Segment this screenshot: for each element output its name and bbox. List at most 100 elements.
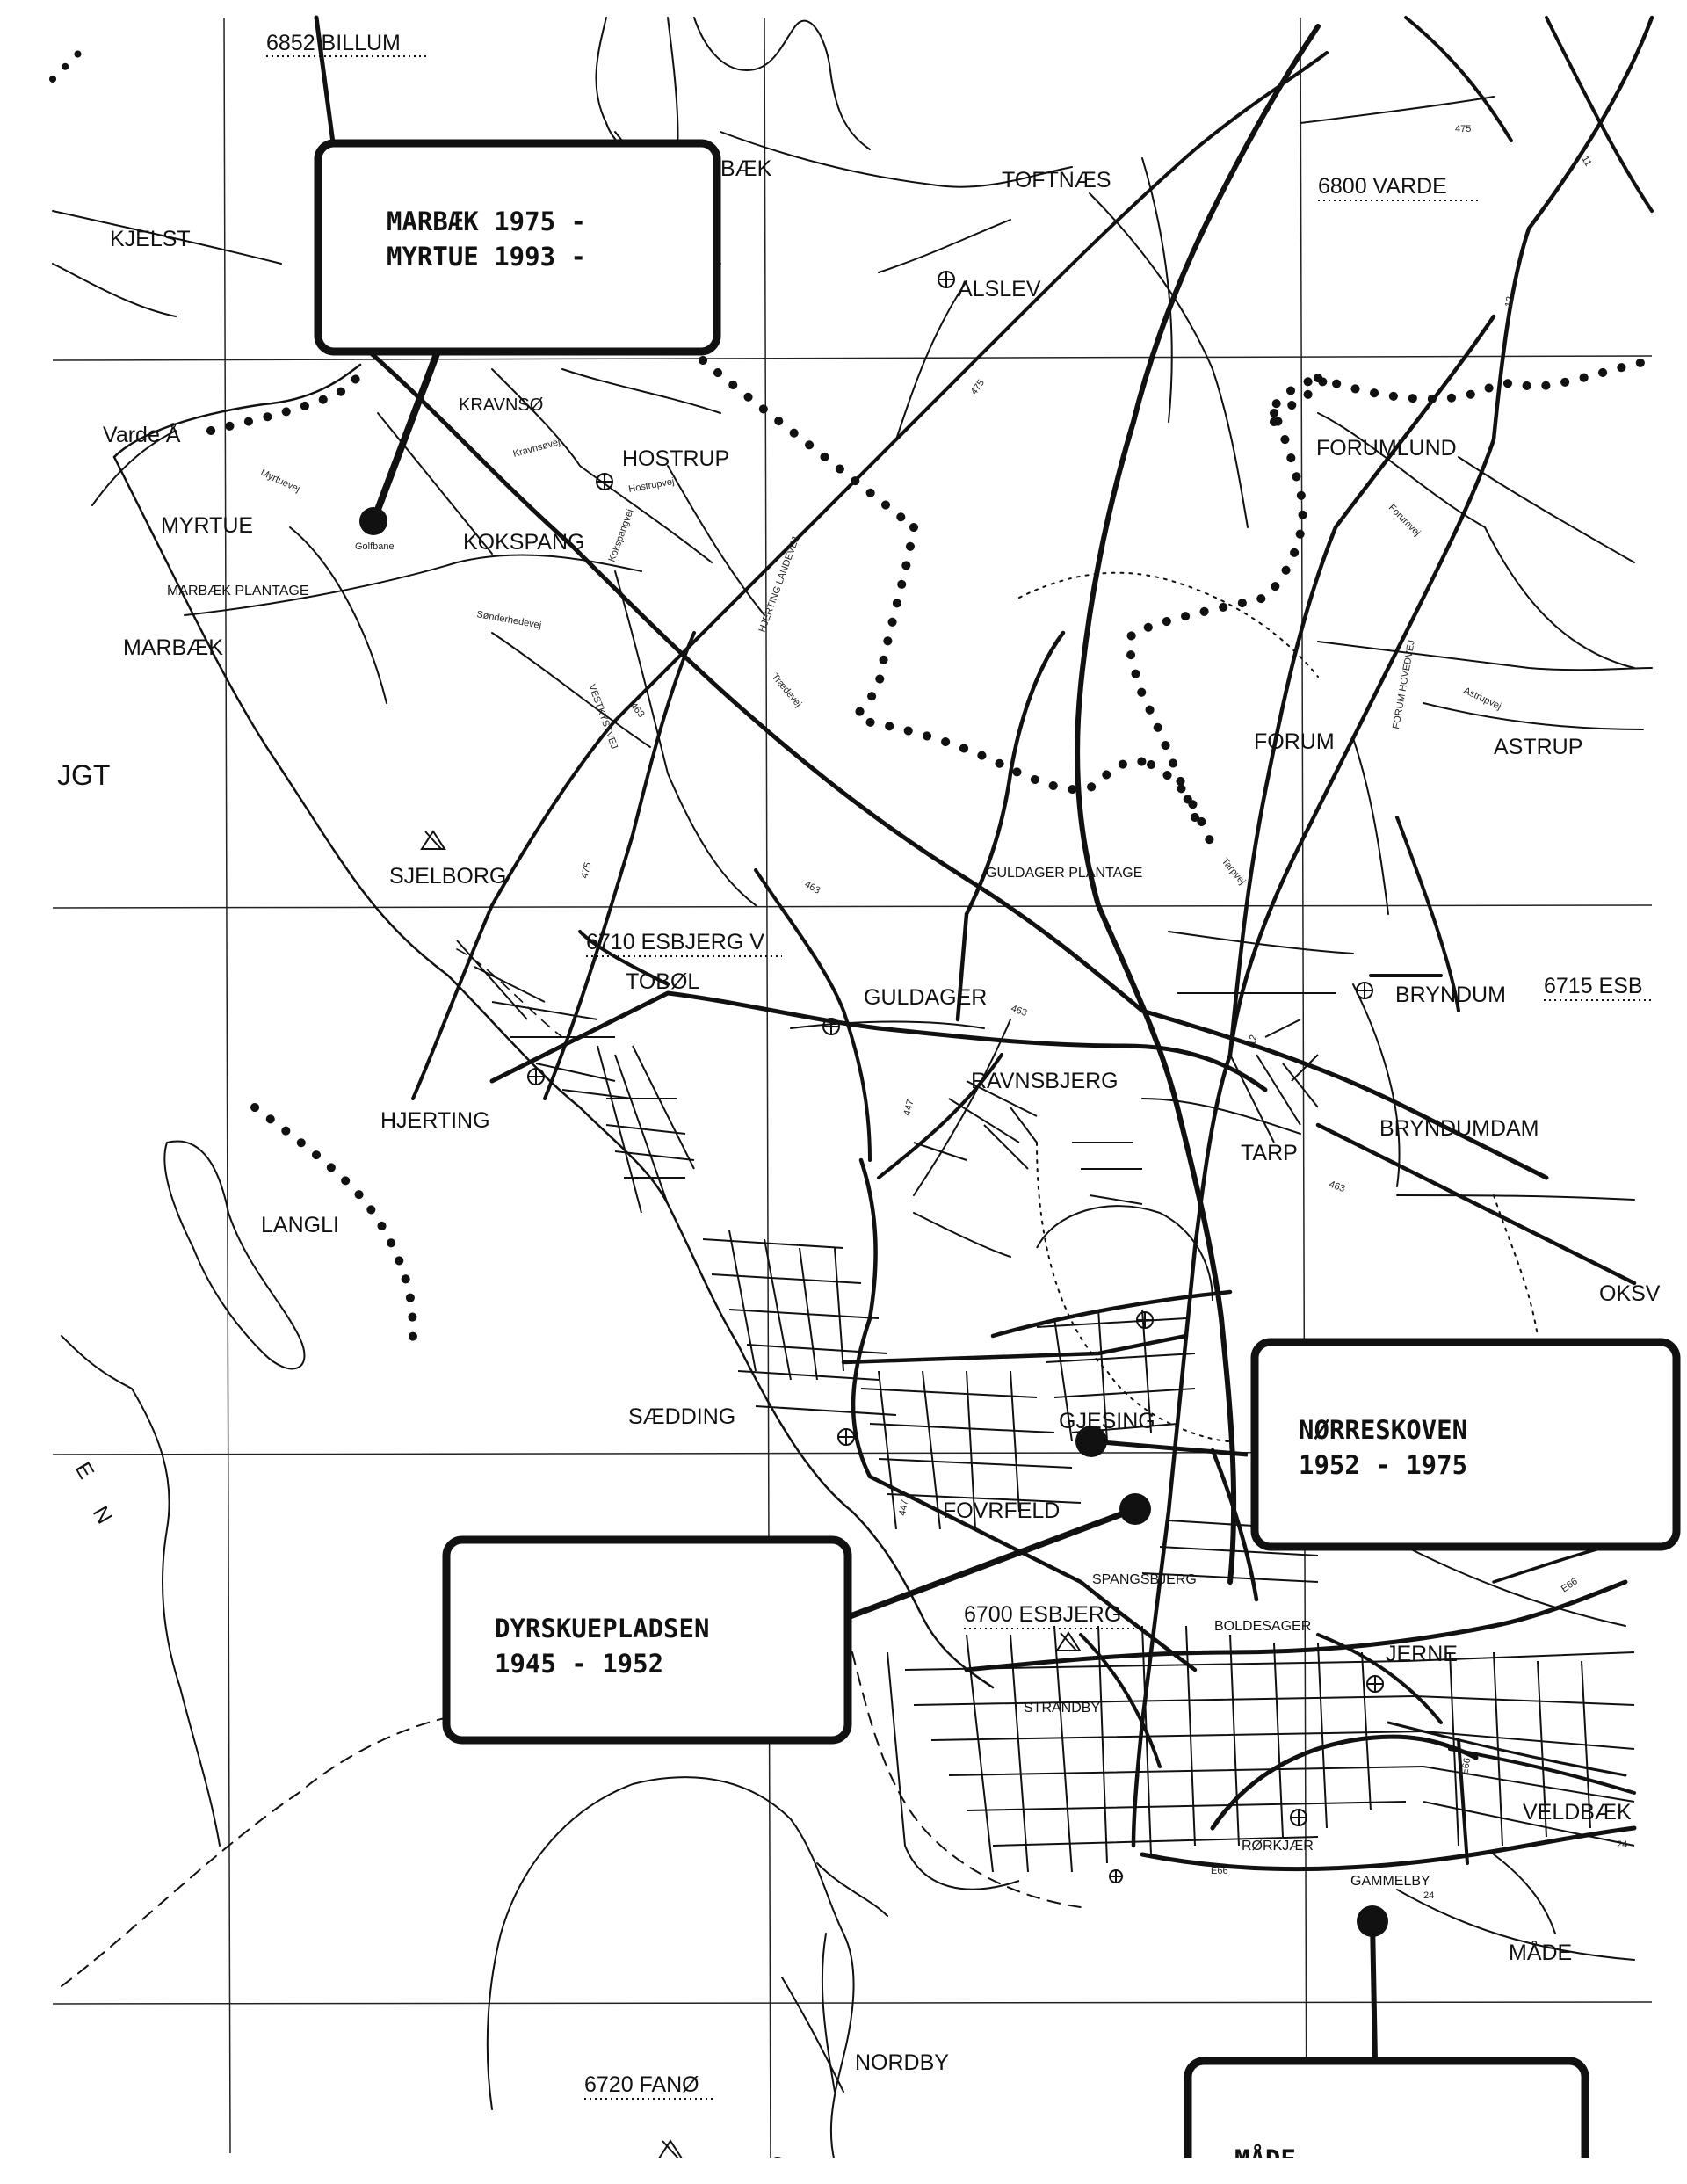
callout-connectors [370,350,1378,2062]
label-kokspangvej: Kokspangvej [607,508,636,563]
label-tarp: TARP [1241,1141,1298,1165]
road-12-label: 12 [1503,295,1516,308]
label-gjesing: GJESING [1059,1409,1155,1433]
label-varde-a: Varde Å [103,421,181,447]
label-tarpvej: Tarpvej [1220,856,1248,887]
label-veldbaek: VELDBÆK [1523,1800,1632,1825]
label-boldesager: BOLDESAGER [1214,1619,1311,1634]
label-hjerting: HJERTING [380,1108,490,1133]
church-icon [1109,1869,1123,1883]
label-bryndumdam: BRYNDUMDAM [1379,1116,1539,1141]
callout-dyrskue-line2: 1945 - 1952 [495,1649,663,1679]
label-marbaek: MARBÆK [123,635,223,660]
church-icon [1290,1809,1307,1826]
label-vestkystvej: VESTKYSTVEJ [586,683,619,751]
label-nordby: NORDBY [855,2050,949,2075]
road-463-label: 463 [1010,1004,1028,1019]
label-esbjerg: 6700 ESBJERG [964,1602,1121,1627]
label-varde: 6800 VARDE [1318,174,1447,199]
label-tobol: TOBØL [626,969,699,994]
label-marbaek-plantage: MARBÆK PLANTAGE [167,584,309,599]
church-icon [527,1068,545,1085]
road-11-label: 11 [1579,155,1593,169]
dotted-ring-lines [1018,571,1539,1442]
label-myrtue: MYRTUE [161,513,253,538]
label-sjelborg: SJELBORG [389,864,506,889]
label-hostrup: HOSTRUP [622,446,729,471]
camping-symbols [420,830,1082,2159]
label-kravnsovej: Kravnsøvej [512,437,561,460]
road-12-label: 12 [1247,1034,1259,1046]
label-billum: 6852 BILLUM [266,31,401,55]
road-e66-label: E66 [1459,1757,1473,1775]
major-roads [314,15,1654,1872]
label-kravnso: KRAVNSØ [459,395,543,415]
road-447-label: 447 [897,1498,910,1516]
road-e66-label: E66 [1211,1866,1228,1876]
label-forumvej: Forumvej [1387,503,1423,539]
label-baek: BÆK [720,156,772,181]
church-icon [1136,1311,1154,1329]
street-grid-tarp-ravnsbjerg [913,1019,1319,1161]
street-grid-fovrfeld [860,1370,1082,1530]
callout-marbaek-line1: MARBÆK 1975 - [387,207,586,236]
label-langli: LANGLI [261,1213,339,1237]
label-saedding: SÆDDING [628,1404,735,1429]
label-hostrupvej: Hostrupvej [627,476,675,495]
label-ravnsbjerg: RAVNSBJERG [971,1069,1119,1093]
label-sonderhedevej: Sønderhedevej [475,609,542,631]
callout-norreskoven: NØRRESKOVEN 1952 - 1975 [1250,1338,1681,1551]
road-475-label: 475 [579,861,593,880]
label-en-n: N [88,1502,117,1528]
label-forumlund: FORUMLUND [1316,436,1457,461]
camping-icon [420,830,446,850]
callout-marbaek-line2: MYRTUE 1993 - [387,242,586,272]
church-icon [822,1018,840,1035]
church-icon [938,271,955,288]
dotted-boundaries [49,49,1656,1349]
page-bottom-margin [0,2158,1687,2184]
road-475-label: 475 [1455,124,1471,134]
label-jerne: JERNE [1386,1642,1458,1666]
label-fano: 6720 FANØ [584,2072,699,2097]
street-grid-hjerting [456,940,695,1214]
label-spangsbjerg: SPANGSBJERG [1092,1572,1197,1587]
ferry-routes [61,948,1082,1987]
map-grid [52,17,1653,2172]
callout-norreskoven-line2: 1952 - 1975 [1299,1450,1467,1480]
church-icon [596,473,613,490]
label-gammelby: GAMMELBY [1350,1874,1430,1889]
label-guldager-plantage: GULDAGER PLANTAGE [986,866,1142,881]
label-toftnaes: TOFTNÆS [1002,168,1111,192]
road-24-label: 24 [1423,1890,1434,1901]
road-463-label: 463 [1328,1179,1346,1195]
road-475-label: 475 [969,378,987,397]
label-traedevej: Trædevej [770,671,804,709]
callout-dyrskue-line1: DYRSKUEPLADSEN [495,1614,709,1643]
label-en-e: E [70,1458,99,1483]
label-hjerting-landevej: HJERTING LANDEVEJ [757,535,802,634]
camping-icon [1055,1631,1082,1651]
place-labels: 6852 BILLUM BÆK TOFTNÆS 6800 VARDE KJELS… [57,31,1661,2100]
camping-icon [657,2139,684,2159]
road-e66-label: E66 [1560,1576,1580,1594]
label-fovrfeld: FOVRFELD [943,1498,1060,1523]
label-forum: FORUM [1254,729,1335,754]
label-jgt: JGT [57,759,110,791]
label-made: MÅDE [1509,1939,1572,1965]
label-golfbane: Golfbane [355,541,395,552]
road-463-label: 463 [803,879,822,896]
street-grid-esbjerg [887,1520,1635,1890]
label-strandby: STRANDBY [1024,1701,1100,1716]
label-guldager: GULDAGER [864,985,987,1010]
label-alslev: ALSLEV [958,277,1041,301]
label-astrup: ASTRUP [1494,735,1582,759]
railway [1075,24,1627,1777]
road-24-label: 24 [1617,1839,1627,1850]
street-grid-gjesing [983,1107,1213,1442]
coastline [61,363,995,2163]
label-bryndum: BRYNDUM [1395,983,1506,1007]
label-kjelst: KJELST [110,227,191,251]
callout-marbaek: MARBÆK 1975 - MYRTUE 1993 - [314,139,721,356]
